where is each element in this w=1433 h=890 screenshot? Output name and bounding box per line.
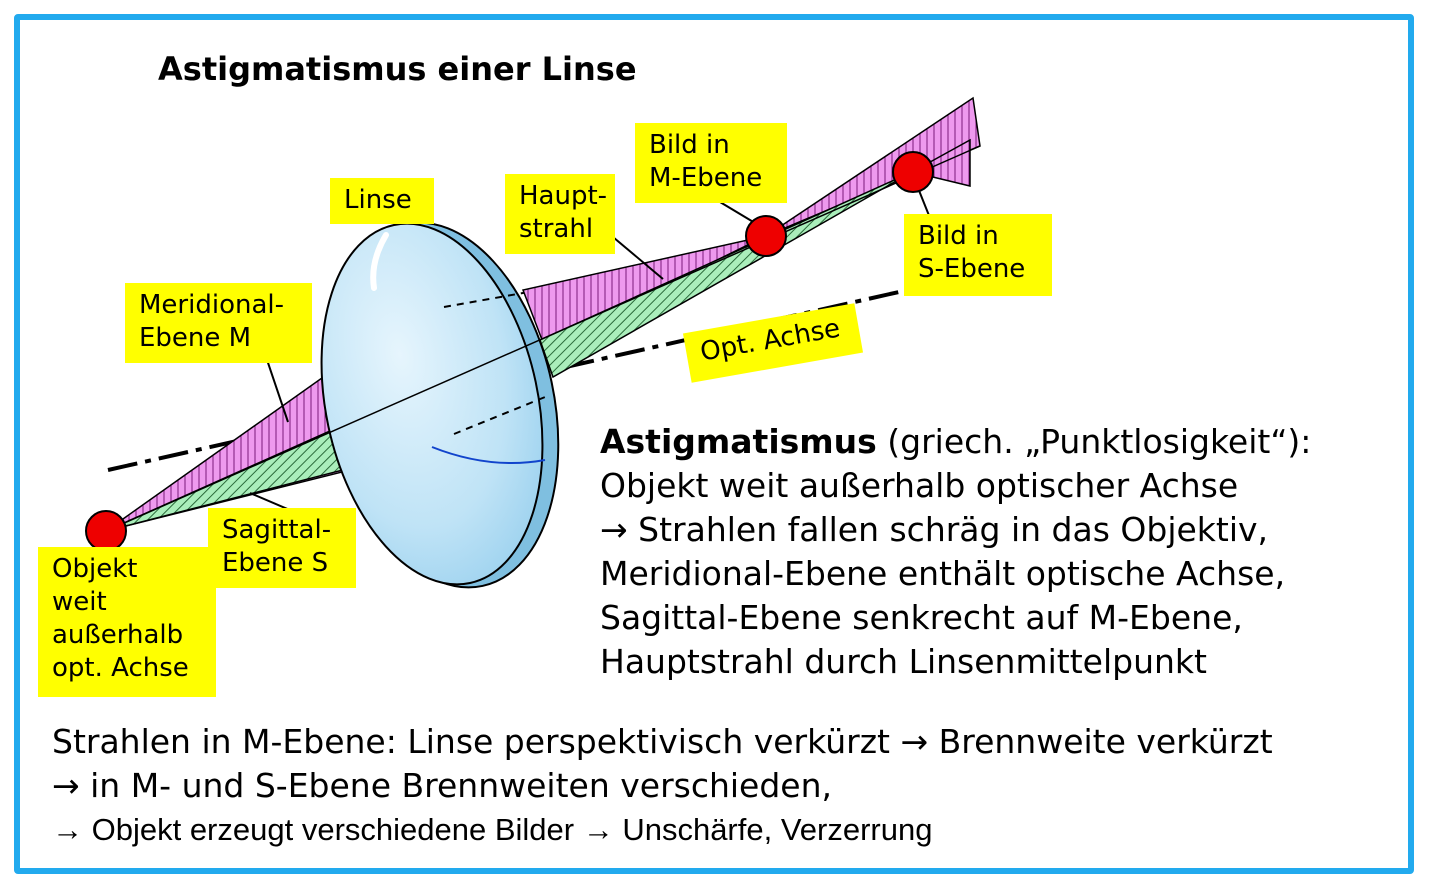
label-linse: Linse	[330, 178, 434, 224]
explanation-line: Meridional-Ebene enthält optische Achse,	[600, 554, 1286, 593]
label-bild-s-ebene: Bild in S-Ebene	[904, 214, 1052, 296]
object-point	[85, 510, 127, 552]
page-title: Astigmatismus einer Linse	[158, 50, 637, 88]
sagittal-plane-outgoing	[539, 171, 913, 379]
explanation-line: → Strahlen fallen schräg in das Objektiv…	[600, 510, 1269, 549]
label-meridional-ebene: Meridional- Ebene M	[125, 283, 312, 363]
label-sagittal-ebene: Sagittal- Ebene S	[208, 508, 356, 588]
lens	[320, 222, 544, 586]
label-hauptstrahl: Haupt- strahl	[505, 174, 615, 254]
bottom-line: → in M- und S-Ebene Brennweiten verschie…	[52, 766, 833, 805]
image-point-m	[745, 215, 787, 257]
explanation-block: Astigmatismus (griech. „Punktlosigkeit“)…	[600, 420, 1311, 684]
explanation-line: Sagittal-Ebene senkrecht auf M-Ebene,	[600, 598, 1243, 637]
chief-ray	[105, 145, 981, 532]
bottom-line: → Objekt erzeugt verschiedene Bilder → U…	[52, 812, 933, 847]
label-bild-m-ebene: Bild in M-Ebene	[635, 123, 787, 203]
explanation-line: Hauptstrahl durch Linsenmittelpunkt	[600, 642, 1207, 681]
explanation-line: Objekt weit außerhalb optischer Achse	[600, 466, 1239, 505]
pointer-bild-s	[917, 187, 931, 219]
bottom-line: Strahlen in M-Ebene: Linse perspektivisc…	[52, 722, 1273, 761]
lens-highlight	[370, 232, 389, 291]
explanation-heading: Astigmatismus (griech. „Punktlosigkeit“)…	[600, 422, 1312, 461]
pointer-hauptstrahl	[606, 231, 664, 280]
lens-curve	[431, 446, 546, 464]
bottom-text: Strahlen in M-Ebene: Linse perspektivisc…	[52, 720, 1273, 852]
plane-edge-dashed-lower	[453, 394, 551, 435]
image-point-s	[892, 151, 934, 193]
label-objekt: Objekt weit außerhalb opt. Achse	[38, 547, 216, 697]
